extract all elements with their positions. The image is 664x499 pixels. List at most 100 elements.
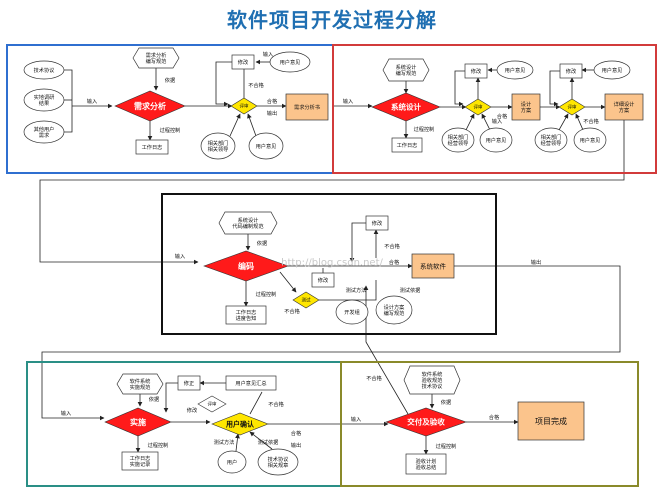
impl-label-fail: 不合格: [268, 400, 284, 408]
impl-label-input: 输入: [61, 409, 71, 417]
box-design-log: [391, 137, 423, 153]
coding-label-fail-top: 不合格: [384, 242, 400, 250]
arrow-p1-review: [229, 113, 241, 137]
project-done-label: 项目完成: [535, 416, 567, 426]
impl-label-process: 过程控制: [148, 441, 169, 449]
input-other-needs: [23, 120, 65, 144]
code-modify-mid-label: 修改: [318, 276, 329, 284]
diamond-design: [371, 92, 441, 122]
user-confirm-label: 用户确认: [226, 419, 255, 428]
guide-design-spec-label: 系统设计编写规范: [396, 63, 417, 77]
input-other-needs-label: 其他用户需求: [34, 125, 55, 139]
input-tech-protocol: [23, 60, 65, 80]
guide-code-spec-label: 系统设计代码编制规范: [232, 216, 263, 230]
design-opinion1-label: 用户意见: [505, 66, 526, 74]
participant-1-label: 相关部门相关领导: [208, 139, 229, 153]
coding-label-output: 输出: [531, 258, 541, 266]
guide-code-spec: [218, 211, 278, 235]
impl-user-label: 用户: [227, 458, 237, 466]
oval-developer: [335, 299, 369, 325]
req-analysis-label: 需求分析: [134, 101, 166, 111]
guide-impl-spec-label: 软件系统实施规范: [130, 377, 151, 391]
design-p2b-label: 用户意见: [580, 136, 601, 144]
oval-design-p1a: [441, 127, 475, 153]
box-project-done: [517, 401, 585, 441]
delivery-label-process: 过程控制: [436, 442, 457, 450]
arrow-modify1-back: [454, 70, 465, 107]
box-design-modify1: [464, 63, 488, 79]
oval-impl-tech: [257, 448, 299, 476]
guide-impl-spec: [116, 373, 164, 395]
system-software-label: 系统软件: [420, 261, 447, 270]
arrow-fix-to-impl: [163, 382, 178, 413]
box-design-modify2: [559, 63, 583, 79]
coding-label-process: 过程控制: [256, 290, 277, 298]
impl-summary-label: 用户意见汇总: [235, 379, 266, 387]
label-fail: 不合格: [248, 81, 264, 89]
arrow-p2-review: [247, 113, 257, 137]
label-output: 输出: [267, 109, 277, 117]
work-log-label: 工作日志: [142, 143, 163, 151]
detail-plan-label: 详细设计方案: [614, 100, 635, 114]
oval-design-plan: [375, 295, 413, 325]
arrow-coding-to-impl: [41, 265, 621, 421]
diamond-design-review1: [464, 98, 492, 116]
code-modify-top-label: 修改: [372, 219, 383, 227]
diamond-coding: [203, 250, 289, 282]
arrow-test-up: [319, 280, 377, 301]
watermark-text: http://blog.csdn.net/: [281, 258, 383, 269]
design-p1b-label: 用户意见: [486, 136, 507, 144]
developer-label: 开发组: [344, 308, 360, 316]
box-code-log: [225, 305, 267, 325]
connector-layer: [39, 59, 625, 455]
oval-design-p2b: [573, 127, 607, 153]
code-log-label: 工作日志进度告知: [236, 308, 257, 322]
arrow-delivery-fail-back: [363, 285, 409, 415]
diamond-design-review2: [558, 98, 586, 116]
delivery-label: 交付及验收: [407, 417, 445, 427]
box-impl-summary: [225, 375, 277, 391]
design-plan-spec-label: 设计方案编写规范: [384, 303, 406, 317]
coding-label-guide: 依据: [257, 239, 267, 247]
arrow-design-to-coding: [39, 120, 625, 265]
arrow-tech-to-confirm: [249, 431, 273, 450]
box-impl-fix: [177, 375, 201, 391]
coding-label-input: 输入: [175, 252, 185, 260]
oval-impl-user: [217, 450, 247, 474]
design-opinion2-label: 用户意见: [602, 66, 623, 74]
coding-label-test-guide: 测试依据: [400, 286, 421, 294]
design-label-pass: 合格: [497, 112, 508, 120]
delivery-label-fail: 不合格: [366, 374, 382, 382]
delivery-label-input: 输入: [351, 415, 361, 423]
box-code-modify-top: [365, 215, 389, 231]
test-label: 测试: [302, 297, 311, 304]
arrow-modify-top-back: [349, 222, 366, 263]
oval-participant-2: [248, 132, 284, 160]
guide-design-spec: [382, 58, 430, 82]
input-field-research: [23, 88, 65, 112]
impl-label-pass: 合格: [291, 429, 302, 437]
modify-label: 修改: [238, 58, 249, 66]
impl-label-output: 输出: [291, 441, 301, 449]
impl-review-label: 评审: [208, 401, 217, 408]
coding-label-test-method: 测试方法: [346, 286, 367, 294]
phase-frame-delivery: [340, 361, 639, 487]
shape-layer: [6, 44, 657, 487]
impl-label-test-method: 测试方法: [214, 438, 235, 446]
coding-label-pass: 合格: [389, 258, 400, 266]
box-design-plan: [511, 93, 541, 121]
diamond-user-confirm: [211, 412, 269, 436]
box-work-log: [135, 139, 169, 155]
label-process: 过程控制: [160, 126, 181, 134]
page-title: 软件项目开发过程分解: [227, 8, 437, 32]
coding-label: 编码: [238, 261, 254, 271]
design-p1a-label: 相关部门经营领导: [448, 133, 469, 147]
phase-frame-design: [332, 44, 657, 174]
design-label-process: 过程控制: [414, 125, 435, 133]
design-label-to-modify1: 输入: [492, 117, 502, 125]
label-input: 输入: [87, 97, 97, 105]
design-log-label: 工作日志: [397, 141, 418, 149]
arrow-confirm-fail: [249, 391, 263, 415]
design-label-fail2: 不合格: [583, 117, 599, 125]
